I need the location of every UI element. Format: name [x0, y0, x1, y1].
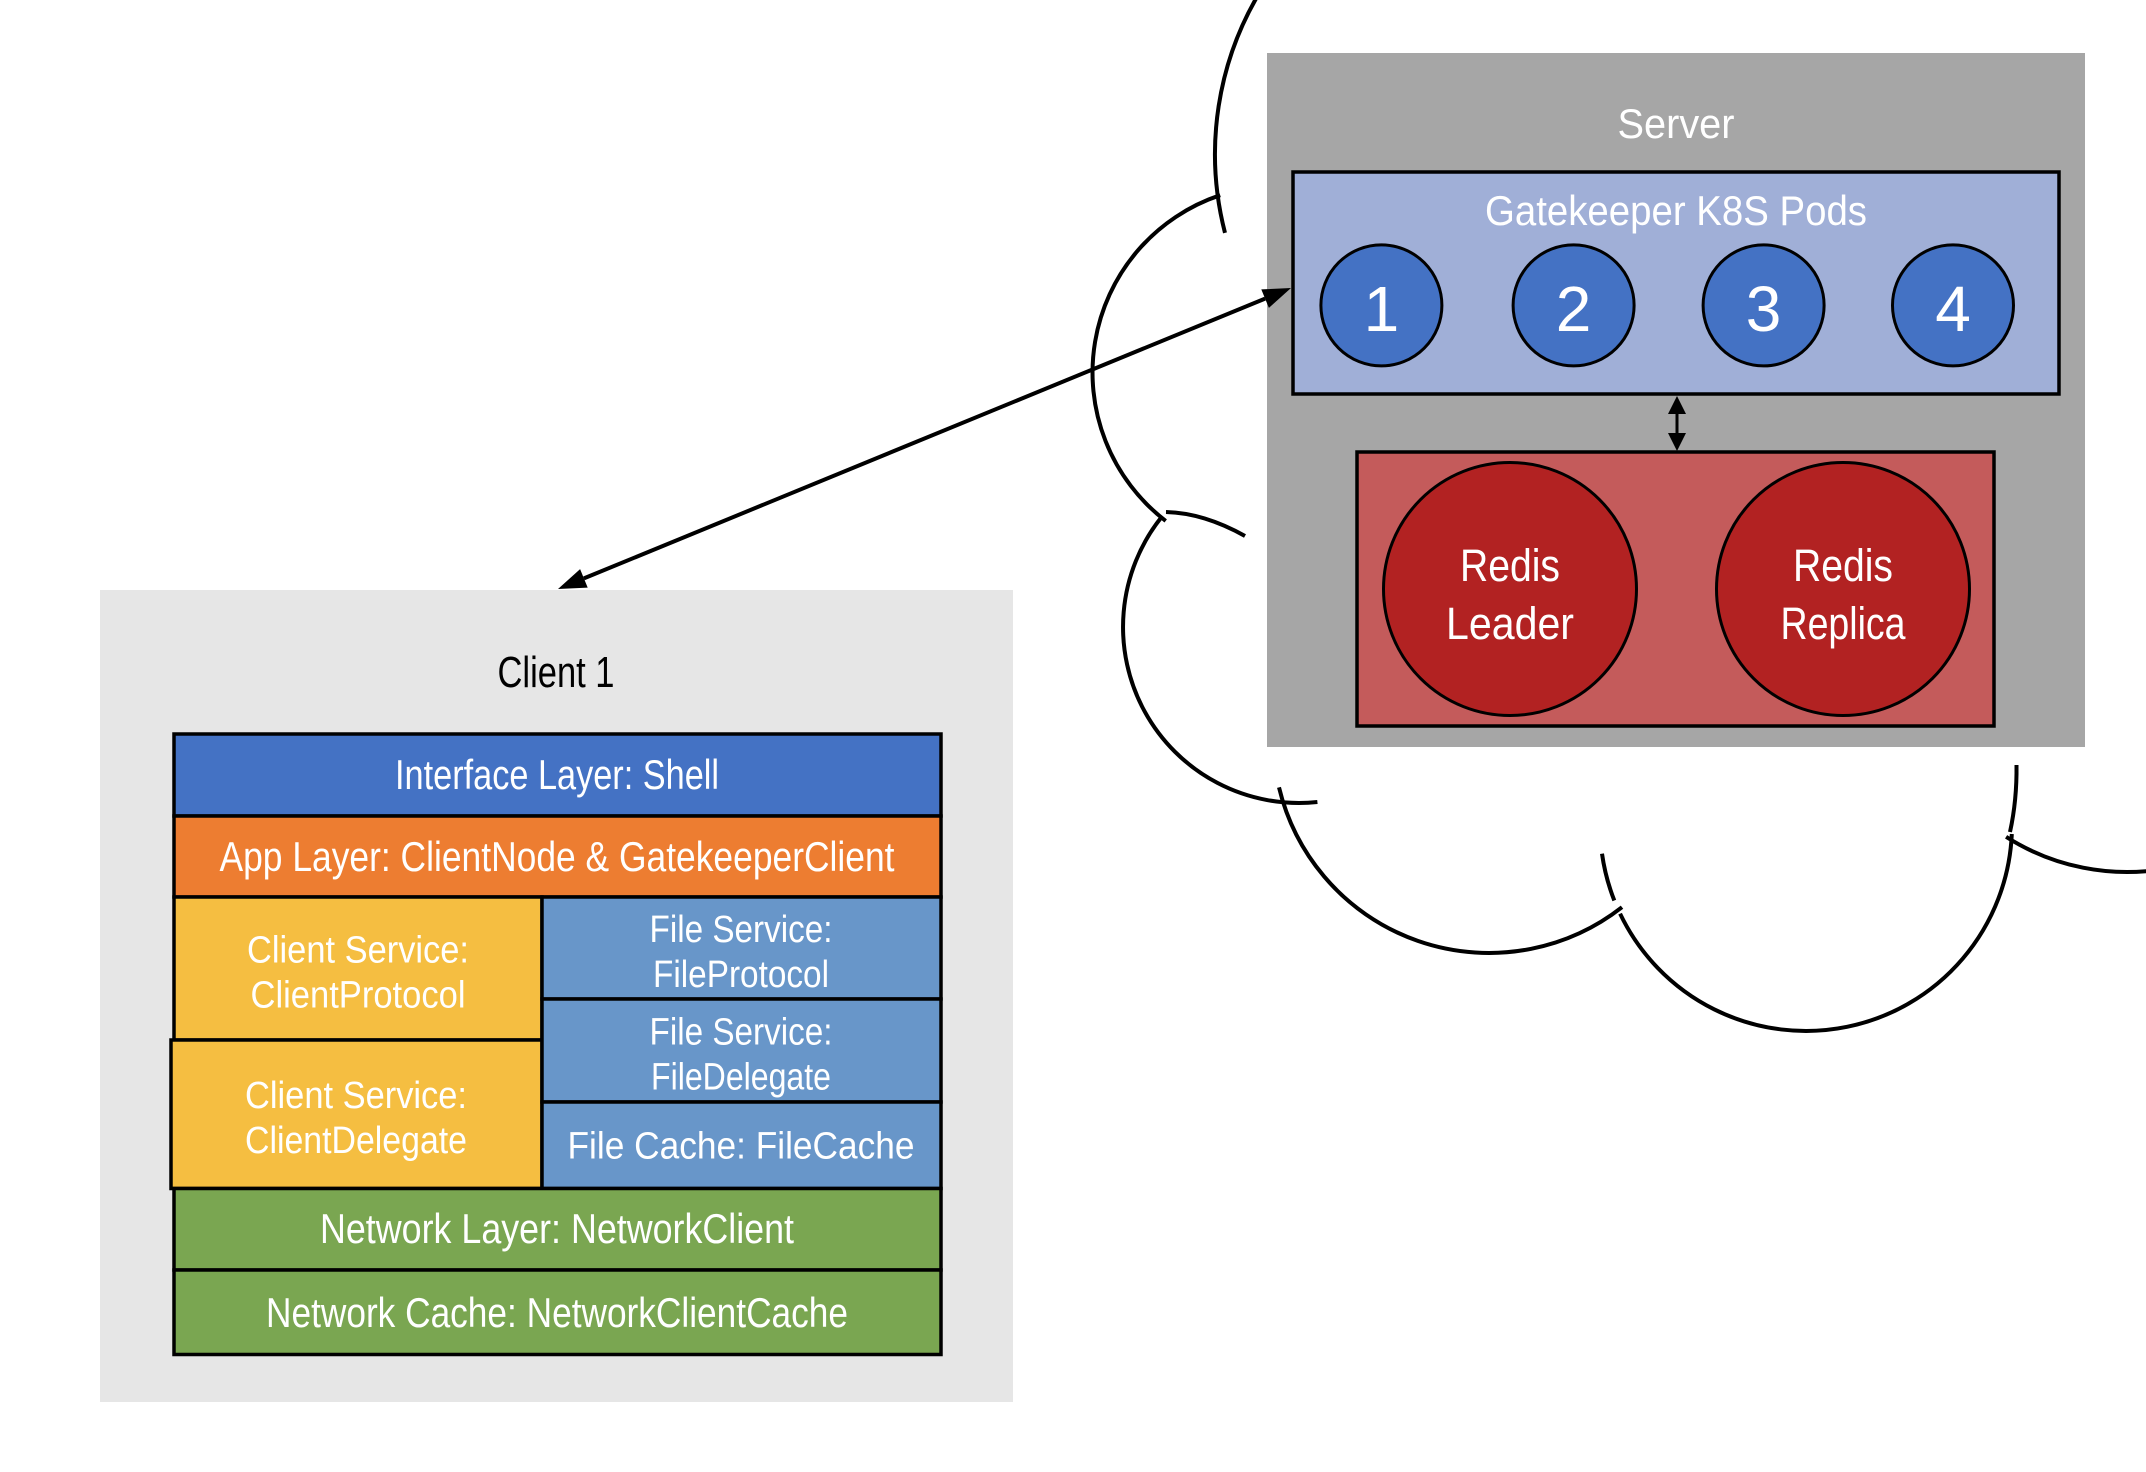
- svg-text:1: 1: [1364, 273, 1400, 345]
- svg-text:App Layer: ClientNode & Gateke: App Layer: ClientNode & GatekeeperClient: [220, 833, 895, 880]
- svg-text:Client Service:: Client Service:: [245, 1075, 467, 1117]
- svg-text:2: 2: [1556, 273, 1592, 345]
- svg-text:ClientDelegate: ClientDelegate: [245, 1120, 467, 1162]
- svg-text:Replica: Replica: [1781, 598, 1907, 649]
- svg-text:Client 1: Client 1: [498, 648, 615, 697]
- svg-text:File Cache: FileCache: File Cache: FileCache: [568, 1126, 915, 1168]
- svg-text:Server: Server: [1618, 100, 1735, 147]
- svg-text:File Service:: File Service:: [650, 1012, 833, 1054]
- svg-text:3: 3: [1746, 273, 1782, 345]
- svg-text:File Service:: File Service:: [650, 909, 833, 951]
- svg-text:Leader: Leader: [1446, 598, 1574, 649]
- svg-text:Gatekeeper K8S Pods: Gatekeeper K8S Pods: [1485, 187, 1867, 234]
- svg-text:FileProtocol: FileProtocol: [653, 954, 829, 996]
- svg-text:Network Layer: NetworkClient: Network Layer: NetworkClient: [320, 1205, 794, 1252]
- svg-text:FileDelegate: FileDelegate: [651, 1057, 831, 1099]
- svg-text:Interface Layer: Shell: Interface Layer: Shell: [395, 751, 719, 798]
- svg-text:Redis: Redis: [1793, 540, 1893, 591]
- svg-text:4: 4: [1935, 273, 1971, 345]
- svg-text:Network Cache: NetworkClientCa: Network Cache: NetworkClientCache: [266, 1289, 848, 1336]
- svg-text:Redis: Redis: [1460, 540, 1560, 591]
- svg-text:ClientProtocol: ClientProtocol: [251, 975, 466, 1017]
- svg-text:Client Service:: Client Service:: [247, 930, 469, 972]
